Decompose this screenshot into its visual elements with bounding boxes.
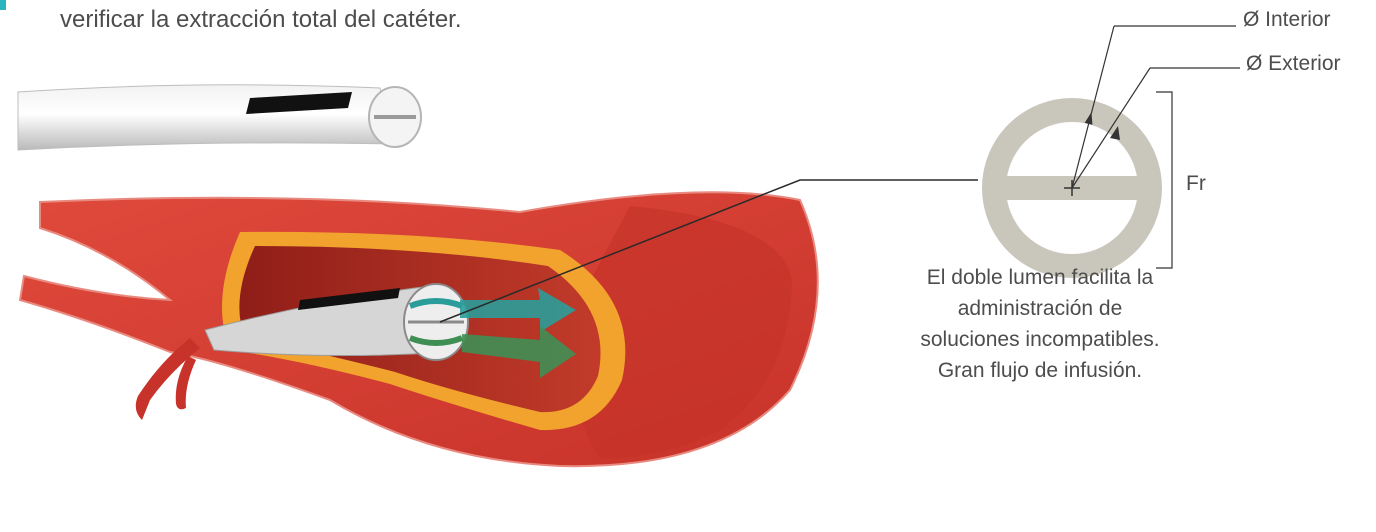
- catheter-tip-icon: [18, 85, 421, 150]
- caption-line: Gran flujo de infusión.: [890, 355, 1190, 386]
- caption-line: soluciones incompatibles.: [890, 324, 1190, 355]
- exterior-diameter-label: Ø Exterior: [1246, 52, 1341, 76]
- interior-diameter-label: Ø Interior: [1243, 8, 1331, 32]
- french-size-label: Fr: [1186, 172, 1206, 196]
- caption: El doble lumen facilita la administració…: [890, 262, 1190, 386]
- caption-line: administración de: [890, 293, 1190, 324]
- caption-line: El doble lumen facilita la: [890, 262, 1190, 293]
- lumen-cross-section: [988, 26, 1240, 268]
